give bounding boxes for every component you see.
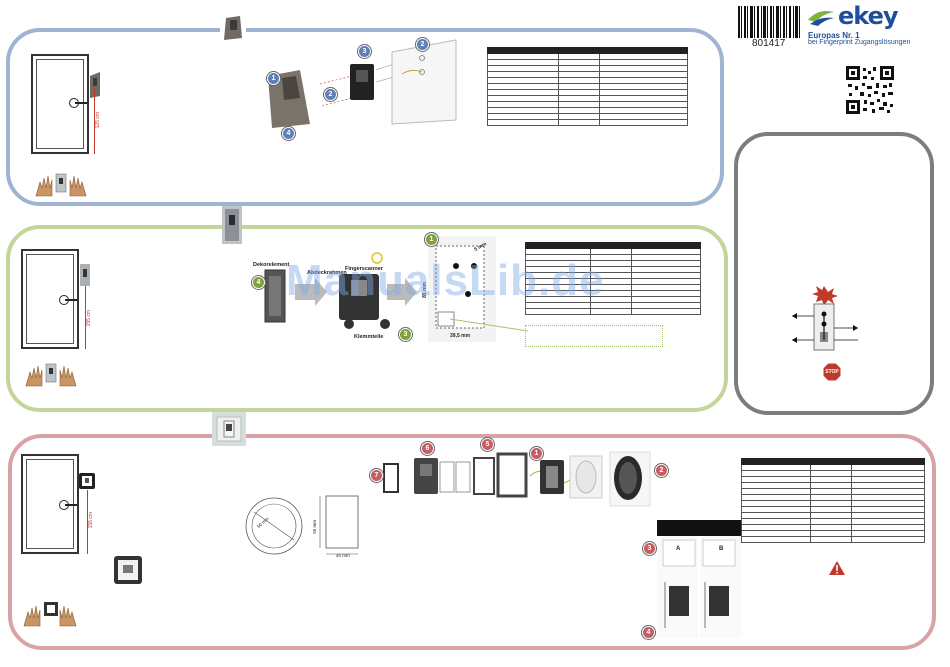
step-badge: 3 bbox=[643, 542, 656, 555]
dim-depth-label: 40 mm bbox=[336, 553, 350, 558]
panel-surface-mount bbox=[6, 28, 724, 206]
height-line bbox=[85, 286, 86, 349]
label-dekorelement: Dekorelement bbox=[253, 262, 290, 268]
qr-code[interactable] bbox=[846, 66, 894, 114]
barcode bbox=[737, 6, 801, 38]
panel-flush-mount bbox=[6, 225, 728, 412]
connector-line bbox=[450, 318, 529, 332]
watermark: ManualsLib.de bbox=[286, 256, 605, 305]
flush-mount-exploded-diagram bbox=[264, 252, 417, 329]
spec-table-surface bbox=[487, 47, 688, 126]
step-badge: 4 bbox=[642, 626, 655, 639]
warning-icon bbox=[829, 561, 845, 575]
step-badge: 7 bbox=[370, 469, 383, 482]
reader-frame-tab-icon bbox=[212, 412, 246, 446]
label-klemmteile: Klemmteile bbox=[354, 334, 384, 340]
frame-reader-large-icon bbox=[114, 556, 142, 584]
dim-inner-label: 55 mm bbox=[312, 520, 317, 534]
wiring-header bbox=[657, 520, 741, 536]
hands-icon bbox=[20, 600, 80, 632]
wiring-panel bbox=[657, 536, 741, 638]
barcode-number: 801417 bbox=[752, 38, 786, 49]
label-fingerscanner: Fingerscanner bbox=[345, 266, 383, 272]
brand-name: ekey bbox=[838, 2, 899, 30]
step-badge: 2 bbox=[655, 464, 668, 477]
step-badge: 1 bbox=[267, 72, 280, 85]
slot-a-label: A bbox=[676, 546, 681, 552]
door-illustration bbox=[21, 454, 79, 554]
hands-icon bbox=[22, 362, 80, 392]
hands-icon bbox=[32, 172, 90, 202]
surface-reader-icon bbox=[90, 72, 100, 98]
note-box bbox=[525, 325, 663, 347]
stop-sign-label: STOP bbox=[825, 369, 839, 375]
spec-table-frame bbox=[741, 458, 925, 543]
stop-sign-icon bbox=[822, 362, 842, 382]
step-badge: 5 bbox=[481, 438, 494, 451]
height-label: 125 cm bbox=[95, 112, 101, 129]
brand-tagline-1: Europas Nr. 1 bbox=[808, 31, 860, 40]
cutout-diagram bbox=[428, 236, 496, 342]
reader-surface-tab-icon bbox=[220, 14, 246, 42]
reader-flush-tab-icon bbox=[222, 206, 242, 244]
barcode-graphic bbox=[738, 6, 800, 38]
step-badge: 6 bbox=[421, 442, 434, 455]
flush-box-drawing bbox=[245, 495, 359, 555]
installation-direction-diagram bbox=[792, 286, 858, 351]
surface-mount-exploded-diagram bbox=[268, 39, 457, 136]
door-illustration bbox=[31, 54, 89, 154]
brand-tagline-2: bei Fingerprint Zugangslösungen bbox=[808, 39, 911, 46]
step-badge: 4 bbox=[282, 127, 295, 140]
height-label: 155 cm bbox=[88, 512, 94, 529]
height-label: 155 cm bbox=[86, 310, 92, 327]
door-illustration bbox=[21, 249, 79, 349]
step-badge: 1 bbox=[425, 233, 438, 246]
height-line bbox=[87, 490, 88, 554]
ekey-swoosh-icon bbox=[808, 11, 834, 26]
step-badge: 4 bbox=[252, 276, 265, 289]
label-abdeckung: Abdeckrahmen bbox=[307, 270, 347, 276]
step-badge: 2 bbox=[416, 38, 429, 51]
step-badge: 3 bbox=[399, 328, 412, 341]
step-badge: 1 bbox=[530, 447, 543, 460]
frame-exploded-diagram bbox=[383, 451, 651, 507]
dim-width-label: 39,5 mm bbox=[450, 333, 471, 339]
brand-logo: ekey bbox=[806, 2, 936, 30]
qr-code-icon bbox=[846, 66, 894, 114]
step-badge: 3 bbox=[358, 45, 371, 58]
spec-table-flush bbox=[525, 242, 701, 315]
slot-b-label: B bbox=[719, 546, 724, 552]
height-line bbox=[94, 88, 95, 154]
step-badge: 2 bbox=[324, 88, 337, 101]
flush-reader-icon bbox=[80, 264, 90, 286]
panel-notes bbox=[734, 132, 934, 415]
panel-switch-frame bbox=[8, 434, 936, 650]
frame-reader-icon bbox=[79, 473, 95, 489]
